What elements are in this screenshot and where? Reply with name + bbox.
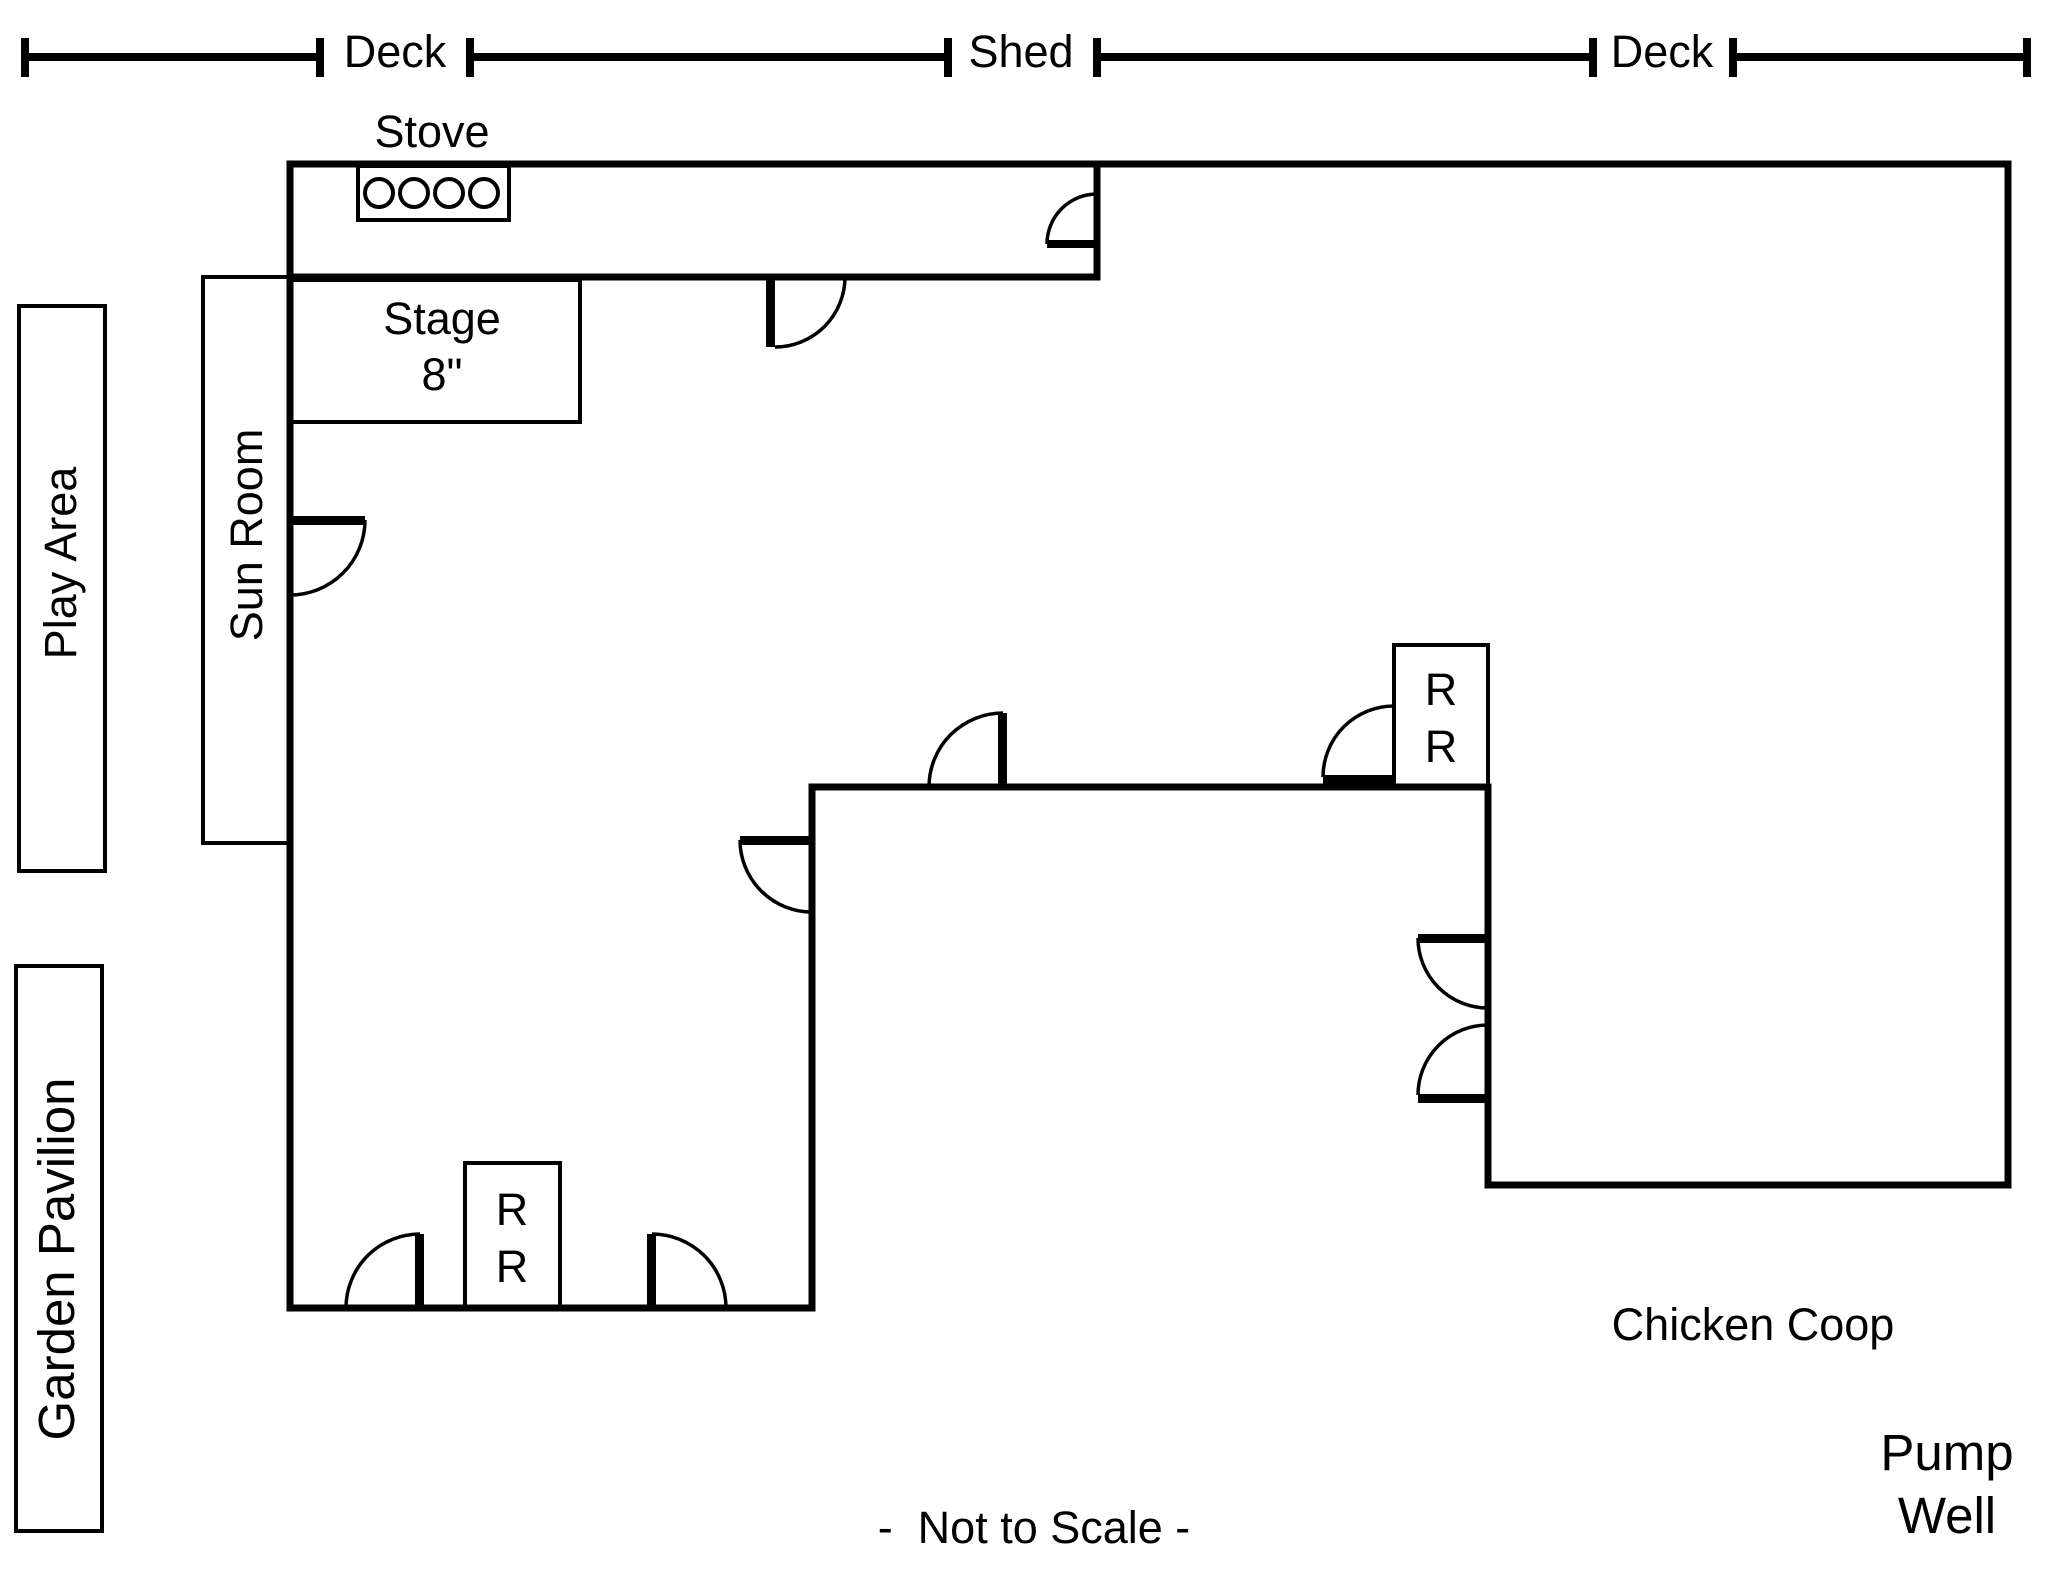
kitchen-wall <box>286 160 1101 281</box>
pump-well-label: Pump <box>1880 1424 2013 1481</box>
door-swing-icon <box>1045 192 1098 248</box>
outer-wall <box>286 160 2012 1312</box>
burner-icon <box>398 177 430 209</box>
dim-label-shed: Shed <box>968 26 1073 77</box>
sun-room-outline <box>201 275 287 845</box>
building-walls <box>286 160 2012 1312</box>
door-swing-icon <box>647 1232 728 1309</box>
stove-body <box>356 164 511 222</box>
door-swing-icon <box>1416 934 1489 1010</box>
stage-outline <box>290 278 582 424</box>
play-area-label: Play Area <box>35 466 86 660</box>
play-area-outline <box>17 304 107 873</box>
door-swing-icon <box>1416 1023 1489 1103</box>
dim-label-deck-left: Deck <box>344 26 447 77</box>
sun-room-label: Sun Room <box>221 429 272 642</box>
stove-label: Stove <box>374 106 489 157</box>
restroom-right: R R <box>1392 643 1490 787</box>
restroom-bottom-outline <box>463 1161 562 1308</box>
restroom-right-letter: R <box>1425 664 1458 715</box>
pump-well-label: Well <box>1898 1487 1996 1544</box>
restroom-right-letter: R <box>1425 721 1458 772</box>
chicken-coop-label: Chicken Coop <box>1612 1299 1895 1350</box>
restroom-bottom-letter: R <box>496 1241 529 1292</box>
burner-icon <box>468 177 500 209</box>
door-swing-icon <box>766 276 847 349</box>
not-to-scale-note: - Not to Scale - <box>878 1502 1191 1553</box>
door-swing-icon <box>738 836 813 914</box>
restroom-right-outline <box>1392 643 1490 787</box>
stage: Stage 8" <box>290 278 582 424</box>
stage-height: 8" <box>421 349 462 400</box>
dim-label-deck-right: Deck <box>1611 26 1714 77</box>
doors <box>289 192 1489 1309</box>
restroom-bottom-letter: R <box>496 1184 529 1235</box>
door-swing-icon <box>289 516 367 597</box>
burner-icon <box>363 177 395 209</box>
door-swing-icon <box>927 711 1007 788</box>
play-area: Play Area <box>17 304 107 873</box>
garden-pavilion: Garden Pavilion <box>14 964 104 1533</box>
door-swing-icon <box>344 1232 424 1309</box>
stage-label: Stage <box>383 293 501 344</box>
dimension-bar: Deck Shed Deck <box>21 26 2031 77</box>
garden-pavilion-outline <box>14 964 104 1533</box>
garden-pavilion-label: Garden Pavilion <box>28 1078 85 1441</box>
sun-room: Sun Room <box>201 275 287 845</box>
restroom-bottom: R R <box>463 1161 562 1308</box>
burner-icon <box>433 177 465 209</box>
stove: Stove <box>356 106 511 222</box>
door-swing-icon <box>1321 704 1395 784</box>
